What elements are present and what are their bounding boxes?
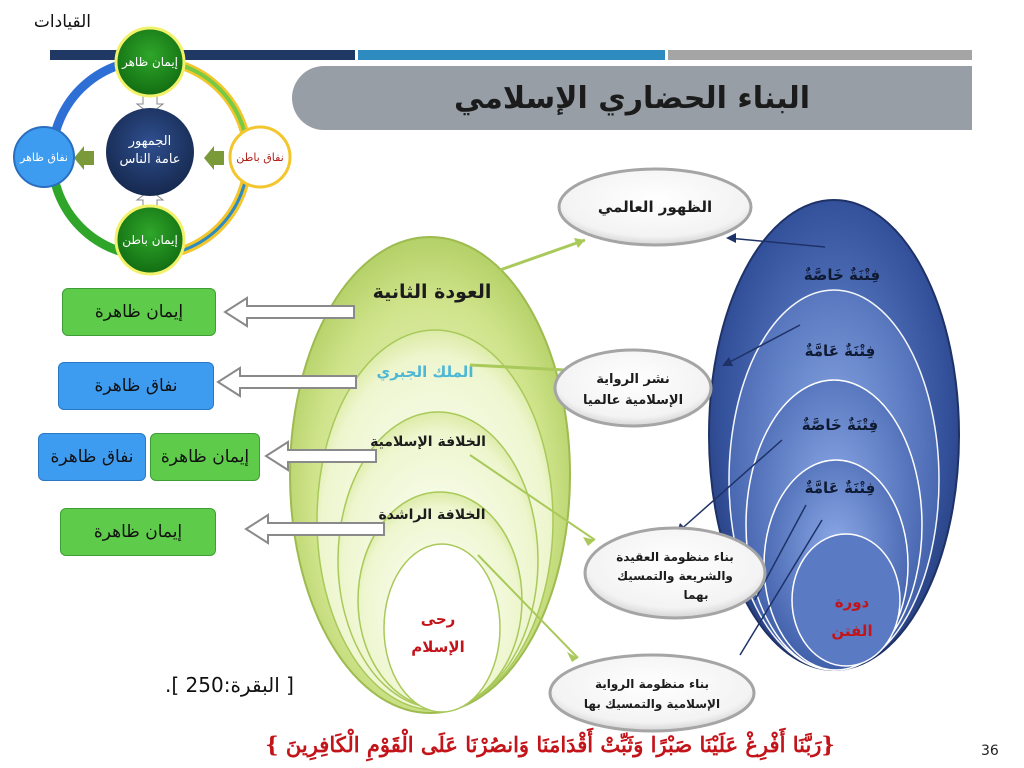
node-top-label: إيمان ظاهر <box>121 55 178 70</box>
bubble-global: الظهور العالمي <box>557 167 753 247</box>
bubble-global-label: الظهور العالمي <box>598 198 712 216</box>
arrow-left-icon <box>204 146 224 170</box>
side-box-nifaq-2-label: نفاق ظاهرة <box>50 447 134 467</box>
bubble-riwaya-label-2: الإسلامية والتمسيك بها <box>584 697 720 712</box>
bubble-narration-label-2: الإسلامية عالميا <box>583 393 683 408</box>
node-right-circle <box>228 125 292 189</box>
side-box-iman-2-label: إيمان ظاهرة <box>160 447 250 467</box>
era-core-label-2: الإسلام <box>411 638 464 656</box>
arrow-left-icon <box>264 440 377 472</box>
era-ellipses: العودة الثانية الملك الجبري الخلافة الإس… <box>289 236 571 714</box>
fitan-core-label-1: دورة <box>835 593 870 611</box>
bubble-creed-label-1: بناء منظومة العقيدة <box>616 550 734 565</box>
fitan-core-label-2: الفتن <box>831 622 872 640</box>
arrow-left-icon <box>74 146 94 170</box>
fitna-label-2: فِتْنَةٌ عَامَّةٌ <box>805 342 876 360</box>
verse-reference: [ البقرة:250 ]. <box>165 673 294 697</box>
node-left-circle <box>13 126 75 188</box>
side-box-nifaq-2: نفاق ظاهرة <box>38 433 146 481</box>
side-box-iman-1: إيمان ظاهرة <box>62 288 216 336</box>
era-label-second: الملك الجبري <box>377 363 474 382</box>
corner-label: القيادات <box>33 12 91 32</box>
bubble-narration-label-1: نشر الرواية <box>596 372 669 387</box>
era-label-outer: العودة الثانية <box>373 281 492 303</box>
side-arrows <box>216 296 385 545</box>
page-number: 36 <box>981 743 999 759</box>
arrow-left-icon <box>223 296 355 328</box>
quran-verse: {رَبَّنَا أَفْرِغْ عَلَيْنَا صَبْرًا وَث… <box>265 732 835 757</box>
fitna-label-1: فِتْنَةٌ خَاصَّةٌ <box>804 266 880 284</box>
node-right-label: نفاق باطن <box>236 151 284 164</box>
bubble-riwaya: بناء منظومة الرواية الإسلامية والتمسيك ب… <box>548 653 756 733</box>
leadership-cycle: إيمان ظاهر الجمهور عامة الناس نفاق ظاهر … <box>13 26 292 276</box>
side-box-iman-2: إيمان ظاهرة <box>150 433 260 481</box>
header-bar-blue <box>358 50 665 60</box>
node-bottom-label: إيمان باطن <box>122 233 178 248</box>
arrow-left-icon <box>244 513 385 545</box>
fitna-label-3: فِتْنَةٌ خَاصَّةٌ <box>802 416 878 434</box>
bubble-creed-label-2: والشريعة والتمسيك <box>617 569 733 584</box>
era-label-fourth: الخلافة الراشدة <box>379 507 486 523</box>
bubble-narration: نشر الرواية الإسلامية عالميا <box>553 348 713 428</box>
fitan-ellipses: فِتْنَةٌ خَاصَّةٌ فِتْنَةٌ عَامَّةٌ فِتْ… <box>708 199 960 671</box>
side-box-nifaq-1-label: نفاق ظاهرة <box>94 376 178 396</box>
side-box-iman-3-label: إيمان ظاهرة <box>93 522 183 542</box>
arrow-left-icon <box>216 366 357 398</box>
side-box-iman-1-label: إيمان ظاهرة <box>94 302 184 322</box>
title-band: البناء الحضاري الإسلامي <box>292 66 972 130</box>
fitna-label-4: فِتْنَةٌ عَامَّةٌ <box>805 479 876 497</box>
header-bar-navy <box>50 50 355 60</box>
node-center-circle <box>106 108 194 196</box>
bubble-creed: بناء منظومة العقيدة والشريعة والتمسيك به… <box>583 526 767 620</box>
bubble-riwaya-label-1: بناء منظومة الرواية <box>595 677 709 692</box>
era-core-label-1: رحى <box>421 610 456 628</box>
header-bar-gray <box>668 50 972 60</box>
era-label-third: الخلافة الإسلامية <box>370 434 486 450</box>
side-box-iman-3: إيمان ظاهرة <box>60 508 216 556</box>
bubble-creed-label-3: بهما <box>684 588 709 602</box>
node-center-label-2: عامة الناس <box>119 152 180 167</box>
node-center-label-1: الجمهور <box>128 134 171 149</box>
side-box-nifaq-1: نفاق ظاهرة <box>58 362 214 410</box>
node-left-label: نفاق ظاهر <box>19 151 68 164</box>
node-top-circle <box>114 26 186 98</box>
slide-title: البناء الحضاري الإسلامي <box>453 80 811 116</box>
node-bottom-circle <box>114 204 186 276</box>
